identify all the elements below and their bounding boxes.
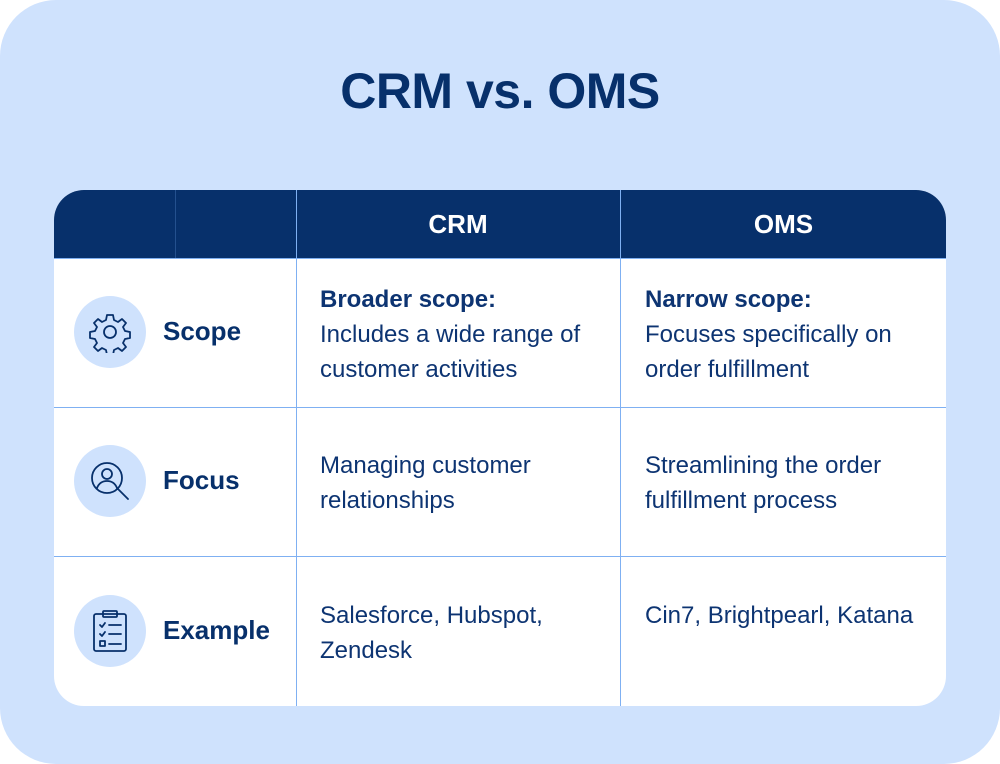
row-label: Focus (163, 465, 240, 495)
table-header: CRM OMS (54, 190, 946, 258)
row-divider (54, 556, 946, 557)
cell-text: Includes a wide range of customer activi… (320, 321, 581, 383)
gear-icon (74, 296, 146, 368)
row-label: Example (163, 615, 270, 645)
cell-heading: Broader scope: (320, 286, 497, 313)
cell-oms-scope: Narrow scope: Focuses specifically on or… (645, 282, 930, 387)
cell-crm-focus: Managing customer relationships (320, 452, 531, 514)
column-header-oms: OMS (753, 208, 814, 239)
page-title: CRM vs. OMS (340, 63, 660, 119)
column-header-crm: CRM (428, 208, 488, 239)
header-divider (175, 190, 176, 258)
row-label: Scope (163, 316, 242, 346)
cell-crm-scope: Broader scope: Includes a wide range of … (320, 282, 610, 387)
row-divider (54, 258, 946, 259)
cell-oms-example: Cin7, Brightpearl, Katana (645, 602, 914, 629)
cell-crm-example: Salesforce, Hubspot, Zendesk (320, 602, 543, 664)
comparison-table: CRM OMS Scope Broader scope: Includes a … (54, 190, 946, 706)
row-divider (54, 407, 946, 408)
cell-text: Focuses specifically on order fulfillmen… (645, 321, 892, 383)
user-search-icon (74, 445, 146, 517)
column-divider (620, 190, 621, 706)
cell-oms-focus: Streamlining the order fulfillment proce… (645, 452, 882, 514)
clipboard-checklist-icon (74, 595, 146, 667)
column-divider (296, 190, 297, 706)
cell-heading: Narrow scope: (645, 286, 812, 313)
